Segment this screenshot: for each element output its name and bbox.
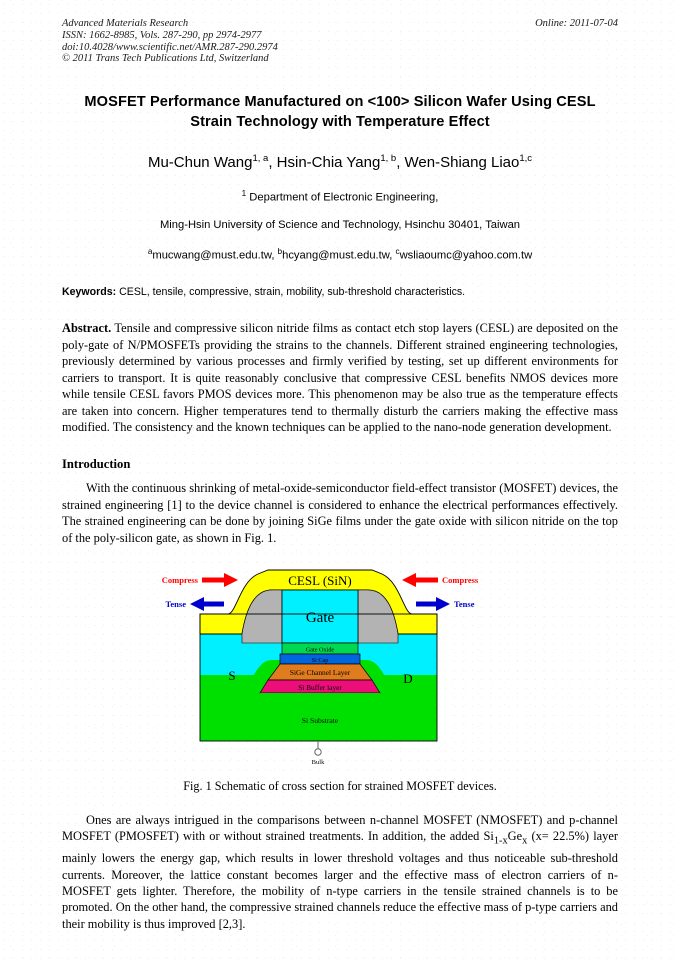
author-3-name: Wen-Shiang Liao — [404, 154, 520, 171]
gate-label: Gate — [306, 610, 335, 626]
affiliation-university: Ming-Hsin University of Science and Tech… — [159, 218, 521, 231]
section-heading-introduction: Introduction — [62, 457, 131, 472]
abstract-text: Tensile and compressive silicon nitride … — [62, 321, 618, 434]
compress-left-label: Compress — [162, 575, 199, 585]
email-a-marker: a — [147, 246, 153, 256]
compress-right-label: Compress — [442, 575, 479, 585]
paper-title: MOSFET Performance Manufactured on <100>… — [62, 92, 618, 132]
figure-1: CESL (SiN) Gate Gate Oxide Si Cap SiGe C… — [62, 560, 618, 775]
body-para2-part2: Ge — [507, 829, 523, 844]
body-para2-sub2: x — [522, 835, 528, 847]
doi-line: doi:10.4028/www.scientific.net/AMR.287-2… — [62, 41, 278, 53]
tense-right-label: Tense — [454, 599, 475, 609]
keywords-line: Keywords: CESL, tensile, compressive, st… — [62, 285, 618, 300]
affiliation-marker: 1 — [241, 189, 247, 198]
abstract-label: Abstract. — [62, 321, 112, 336]
cesl-label: CESL (SiN) — [288, 573, 351, 588]
author-1-marker: 1, a — [252, 153, 269, 164]
author-3-marker: 1,c — [519, 153, 533, 164]
affiliation-department: Department of Electronic Engineering, — [246, 191, 439, 204]
figure-1-caption: Fig. 1 Schematic of cross section for st… — [183, 778, 497, 793]
keywords-label: Keywords: — [62, 286, 117, 299]
body-paragraph-2: Ones are always intrigued in the compari… — [62, 812, 618, 932]
title-line-2: Strain Technology with Temperature Effec… — [190, 114, 490, 130]
journal-name: Advanced Materials Research — [62, 18, 189, 29]
si-substrate-under-buffer — [260, 692, 380, 705]
body-para2-part1: Ones are always intrigued in the compari… — [62, 812, 618, 844]
bulk-contact-terminal-icon — [314, 748, 322, 756]
author-1-name: Mu-Chun Wang — [147, 154, 253, 171]
author-sep-2: , — [396, 154, 405, 171]
author-2-marker: 1, b — [380, 153, 397, 164]
affiliation-line-1: 1 Department of Electronic Engineering, — [62, 186, 618, 206]
compress-arrow-left-icon — [202, 572, 238, 587]
tense-arrow-left-icon — [190, 596, 224, 611]
author-sep-1: , — [268, 154, 277, 171]
email-c-marker: c — [395, 246, 400, 256]
mosfet-cross-section-diagram: CESL (SiN) Gate Gate Oxide Si Cap SiGe C… — [162, 569, 479, 766]
email-line: amucwang@must.edu.tw, bhcyang@must.edu.t… — [62, 244, 618, 264]
tense-arrow-right-icon — [416, 596, 450, 611]
bulk-label: Bulk — [312, 759, 325, 766]
compress-arrow-right-icon — [402, 572, 438, 587]
abstract-block: Abstract. Tensile and compressive silico… — [62, 320, 618, 435]
masthead-left: Advanced Materials Research ISSN: 1662-8… — [62, 18, 482, 65]
body-para2-part3: (x= 22.5%) layer mainly lowers the energ… — [62, 829, 618, 931]
si-substrate-label: Si Substrate — [302, 716, 339, 725]
si-cap-label: Si Cap — [312, 657, 329, 664]
title-line-1: MOSFET Performance Manufactured on <100>… — [84, 94, 596, 110]
sige-channel-label: SiGe Channel Layer — [290, 668, 351, 677]
author-2-name: Hsin-Chia Yang — [276, 154, 381, 171]
source-label: S — [228, 668, 235, 683]
online-date: Online: 2011-07-04 — [535, 18, 618, 29]
email-b: hcyang@must.edu.tw, — [282, 249, 396, 262]
introduction-paragraph-1: With the continuous shrinking of metal-o… — [62, 481, 618, 545]
issn-line: ISSN: 1662-8985, Vols. 287-290, pp 2974-… — [62, 29, 262, 41]
email-a: mucwang@must.edu.tw, — [152, 249, 278, 262]
affiliation-line-2: Ming-Hsin University of Science and Tech… — [62, 217, 618, 233]
email-c: wsliaoumc@yahoo.com.tw — [399, 249, 533, 262]
body-para2-sub1: 1-x — [493, 835, 508, 847]
copyright-line: © 2011 Trans Tech Publications Ltd, Swit… — [62, 53, 269, 65]
tense-left-label: Tense — [166, 599, 187, 609]
keywords-value: CESL, tensile, compressive, strain, mobi… — [116, 286, 466, 299]
email-b-marker: b — [277, 246, 283, 256]
page-content: Advanced Materials Research ISSN: 1662-8… — [62, 18, 618, 932]
author-list: Mu-Chun Wang1, a, Hsin-Chia Yang1, b, We… — [62, 149, 618, 173]
masthead: Advanced Materials Research ISSN: 1662-8… — [62, 18, 618, 68]
drain-label: D — [403, 671, 412, 686]
si-buffer-label: Si Buffer layer — [298, 683, 342, 692]
gate-oxide-label: Gate Oxide — [306, 646, 335, 653]
